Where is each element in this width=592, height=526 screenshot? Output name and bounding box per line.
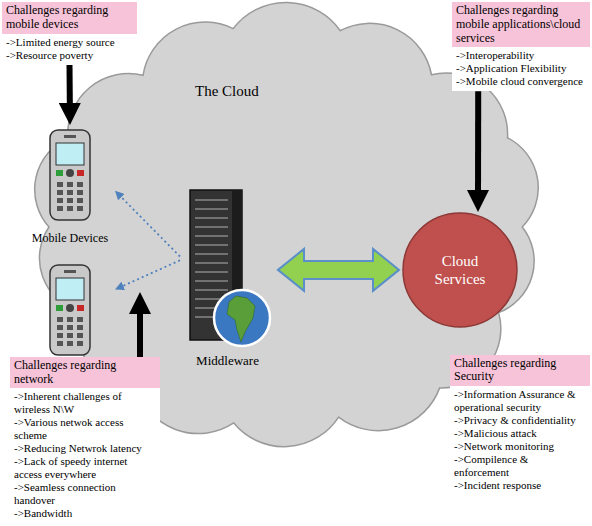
list-item: ->Limited energy source bbox=[2, 34, 137, 49]
mobile-phone bbox=[50, 130, 90, 220]
node-label: Cloud Services bbox=[418, 252, 502, 288]
box-heading: Challenges regarding mobile devices bbox=[2, 2, 137, 34]
list-item: ->Compilence & enforcement bbox=[450, 453, 590, 479]
middleware-server: Middleware bbox=[180, 190, 275, 380]
server-illustration bbox=[180, 190, 275, 380]
list-item: ->Seamless connection handover bbox=[10, 481, 160, 507]
mobile-phone bbox=[50, 265, 90, 355]
thick-arrow bbox=[67, 65, 73, 103]
list-item: ->Malicious attack bbox=[450, 427, 590, 440]
mobile-devices: Mobile Devices bbox=[25, 125, 115, 360]
thick-arrow bbox=[475, 91, 481, 190]
list-item: ->Inherent challenges of wireless N\W bbox=[10, 388, 160, 416]
box-heading: Challenges regarding Security bbox=[450, 355, 590, 387]
challenge-box: Challenges regarding network->Inherent c… bbox=[10, 357, 160, 523]
list-item: ->Resource poverty bbox=[2, 49, 137, 65]
circle-outline bbox=[402, 212, 518, 328]
box-heading: Challenges regarding network bbox=[10, 357, 160, 389]
list-item: ->Interoperability bbox=[452, 47, 590, 62]
list-item: ->Incident response bbox=[450, 479, 590, 495]
challenge-box: Challenges regarding mobile devices->Lim… bbox=[2, 2, 137, 65]
cloud-services-circle: Cloud Services bbox=[402, 212, 518, 328]
challenge-box: Challenges regarding Security->Informati… bbox=[450, 355, 590, 495]
node-label: Middleware bbox=[180, 353, 275, 369]
list-item: ->Privacy & confidentiality bbox=[450, 414, 590, 427]
list-item: ->Application Flexibility bbox=[452, 62, 590, 75]
box-heading: Challenges regarding mobile applications… bbox=[452, 2, 590, 47]
node-label: Mobile Devices bbox=[25, 231, 115, 246]
list-item: ->Information Assurance & operational se… bbox=[450, 386, 590, 414]
list-item: ->Reducing Netwrok latency bbox=[10, 442, 160, 455]
list-item: ->Mobile cloud convergence bbox=[452, 75, 590, 91]
list-item: ->Lack of speedy internet access everywh… bbox=[10, 455, 160, 481]
list-item: ->Various netwok access scheme bbox=[10, 416, 160, 442]
challenge-box: Challenges regarding mobile applications… bbox=[452, 2, 590, 91]
list-item: ->Bandwidth bbox=[10, 507, 160, 523]
list-item: ->Network monitoring bbox=[450, 440, 590, 453]
cloud-title: The Cloud bbox=[195, 83, 259, 100]
